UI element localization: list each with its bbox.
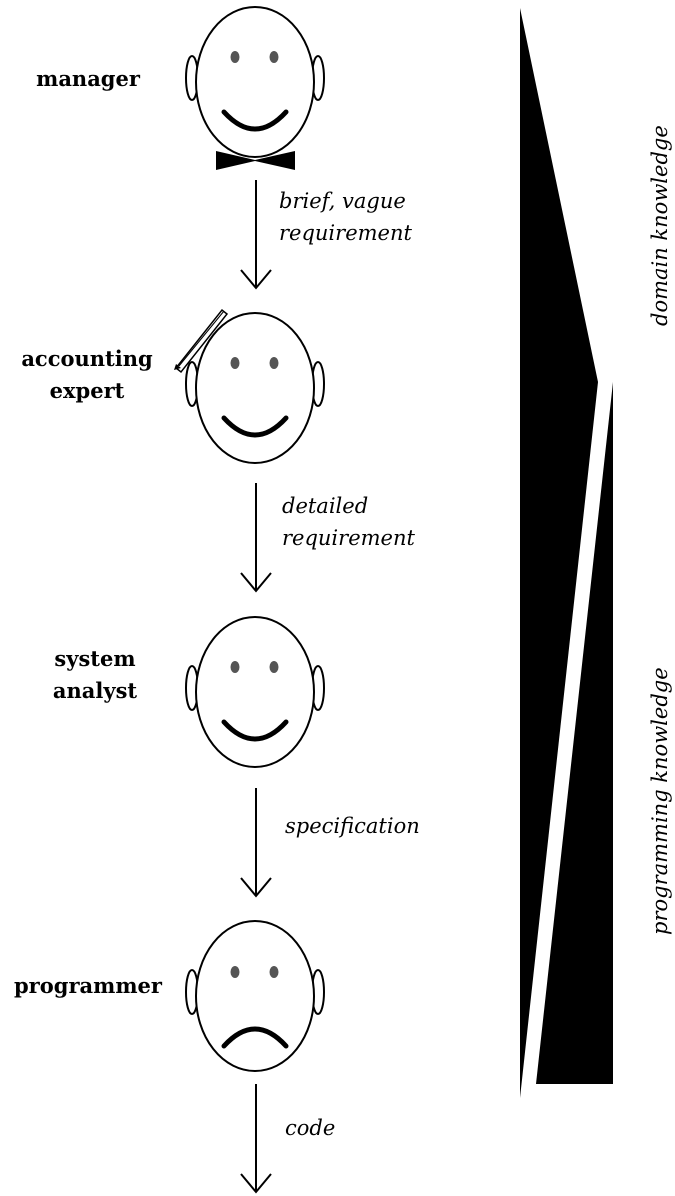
flow-label-line: requirement [279, 221, 412, 245]
role-label-line: programmer [14, 973, 162, 998]
role-label-programmer: programmer [6, 970, 170, 1002]
left-eye [230, 51, 240, 63]
role-label-line: system [54, 646, 136, 671]
right-eye [269, 661, 279, 673]
left-eye [230, 357, 240, 369]
role-label-line: accounting [21, 346, 153, 371]
flow-label-line: code [285, 1116, 336, 1140]
domain-knowledge-label: domain knowledge [648, 125, 672, 326]
flow-label-specification: specification [285, 810, 420, 842]
flow-label-line: requirement [282, 526, 415, 550]
frown-mouth [221, 1026, 289, 1049]
head-outline [195, 920, 315, 1072]
system-analyst-face [185, 616, 325, 768]
flow-label-line: specification [285, 814, 420, 838]
flow-label-brief-requirement: brief, vague requirement [279, 185, 412, 249]
head-outline [195, 312, 315, 464]
arrow-manager-to-expert [240, 180, 272, 290]
left-eye [230, 661, 240, 673]
role-label-accounting-expert: accounting expert [14, 343, 160, 407]
flow-label-line: detailed [282, 494, 369, 518]
role-label-line: expert [49, 378, 125, 403]
role-label-line: analyst [52, 678, 138, 703]
right-eye [269, 357, 279, 369]
smile-mouth [221, 719, 289, 742]
right-eye [269, 966, 279, 978]
programming-knowledge-label: programming knowledge [648, 667, 672, 935]
arrow-analyst-to-programmer [240, 788, 272, 898]
flow-label-line: brief, vague [279, 189, 406, 213]
role-label-manager: manager [30, 63, 146, 95]
head-outline [195, 6, 315, 158]
domain-knowledge-wedge [520, 8, 598, 1098]
manager-face [185, 6, 325, 170]
smile-mouth [221, 109, 289, 132]
head-outline [195, 616, 315, 768]
bow-tie-icon [216, 151, 295, 170]
pencil-icon [174, 308, 229, 374]
smile-mouth [221, 415, 289, 438]
flow-label-detailed-requirement: detailed requirement [282, 490, 415, 554]
programming-knowledge-wedge [536, 382, 613, 1084]
arrow-expert-to-analyst [240, 483, 272, 593]
programmer-face [185, 920, 325, 1072]
right-eye [269, 51, 279, 63]
accounting-expert-face [174, 308, 325, 464]
role-label-line: manager [36, 66, 140, 91]
flow-label-code: code [285, 1112, 335, 1144]
role-label-system-analyst: system analyst [40, 643, 150, 707]
arrow-programmer-to-code [240, 1084, 272, 1194]
left-eye [230, 966, 240, 978]
